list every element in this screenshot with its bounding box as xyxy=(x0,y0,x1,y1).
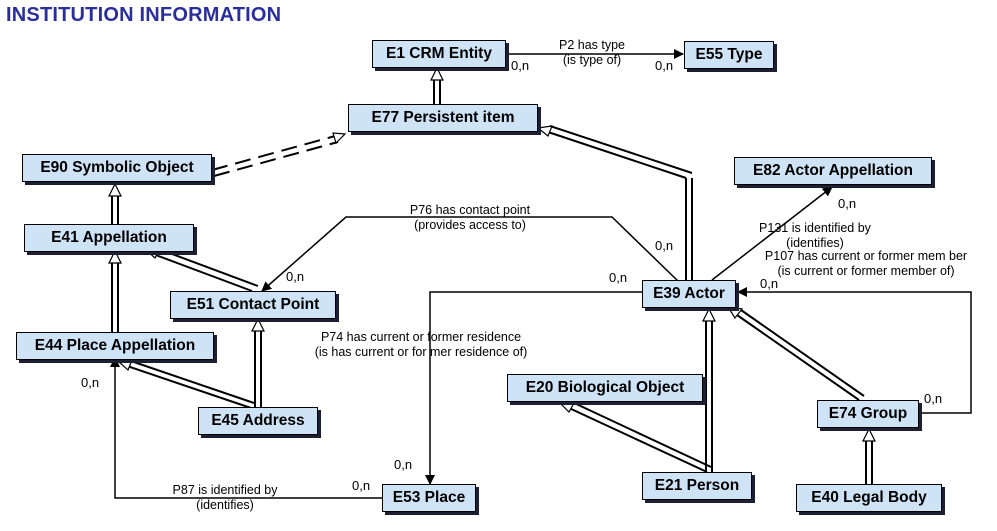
label-p131-line2: (identifies) xyxy=(786,236,844,250)
card-e39-p76: 0,n xyxy=(655,238,674,253)
label-p87-line2: (identifies) xyxy=(196,498,254,512)
label-p87-line1: P87 is identified by xyxy=(172,483,278,497)
label-p107: P107 has current or former mem ber (is c… xyxy=(740,249,992,279)
p87-line xyxy=(110,357,382,499)
card-e53-p74: 0,n xyxy=(394,457,413,472)
card-e51-p76: 0,n xyxy=(286,269,305,284)
diagram-title: INSTITUTION INFORMATION xyxy=(6,4,282,26)
label-p76-line2: (provides access to) xyxy=(414,218,526,232)
label-p2-line2: (is type of) xyxy=(562,53,622,67)
card-e39-p74: 0,n xyxy=(609,270,628,285)
card-e53-p87: 0,n xyxy=(352,478,371,493)
label-p74: P74 has current or former residence (is … xyxy=(276,330,566,360)
node-e51-contact-point[interactable]: E51 Contact Point xyxy=(170,291,336,319)
node-e41-appellation[interactable]: E41 Appellation xyxy=(24,224,194,252)
card-e74-p107: 0,n xyxy=(924,391,943,406)
node-e1-crm-entity[interactable]: E1 CRM Entity xyxy=(372,40,506,68)
node-e55-type[interactable]: E55 Type xyxy=(684,41,774,69)
node-e20-biological-object[interactable]: E20 Biological Object xyxy=(507,374,703,402)
card-e1-p2: 0,n xyxy=(511,58,530,73)
node-e21-person[interactable]: E21 Person xyxy=(642,472,752,500)
node-e74-group[interactable]: E74 Group xyxy=(817,400,919,428)
node-e45-address[interactable]: E45 Address xyxy=(198,407,318,435)
node-e82-actor-appellation[interactable]: E82 Actor Appellation xyxy=(734,157,932,185)
node-e40-legal-body[interactable]: E40 Legal Body xyxy=(796,484,942,512)
p107-line xyxy=(737,287,972,414)
card-e82: 0,n xyxy=(838,196,857,211)
label-p2-line1: P2 has type xyxy=(558,38,625,52)
label-p74-line1: P74 has current or former residence xyxy=(320,330,522,344)
label-p87: P87 is identified by (identifies) xyxy=(150,483,300,513)
node-e77-persistent-item[interactable]: E77 Persistent item xyxy=(348,104,538,132)
node-e53-place[interactable]: E53 Place xyxy=(382,484,476,512)
label-p74-line2: (is has current or for mer residence of) xyxy=(314,345,528,359)
label-p131: P131 is identified by (identifies) xyxy=(734,221,896,251)
label-p76-line1: P76 has contact point xyxy=(409,203,531,217)
label-p107-line2: (is current or former member of) xyxy=(777,264,955,278)
card-e44-p87: 0,n xyxy=(81,375,100,390)
label-p131-line1: P131 is identified by xyxy=(759,221,871,235)
node-e39-actor[interactable]: E39 Actor xyxy=(642,280,736,308)
label-p2: P2 has type (is type of) xyxy=(542,38,642,68)
p74-line xyxy=(425,291,642,485)
label-p76: P76 has contact point (provides access t… xyxy=(380,203,560,233)
label-p107-line1: P107 has current or former mem ber xyxy=(764,249,968,263)
card-e39-p107: 0,n xyxy=(760,276,779,291)
card-e55-p2: 0,n xyxy=(655,58,674,73)
p131-line xyxy=(711,186,833,281)
p76-line xyxy=(261,216,681,292)
node-e90-symbolic-object[interactable]: E90 Symbolic Object xyxy=(22,154,212,182)
node-e44-place-appellation[interactable]: E44 Place Appellation xyxy=(16,332,214,360)
